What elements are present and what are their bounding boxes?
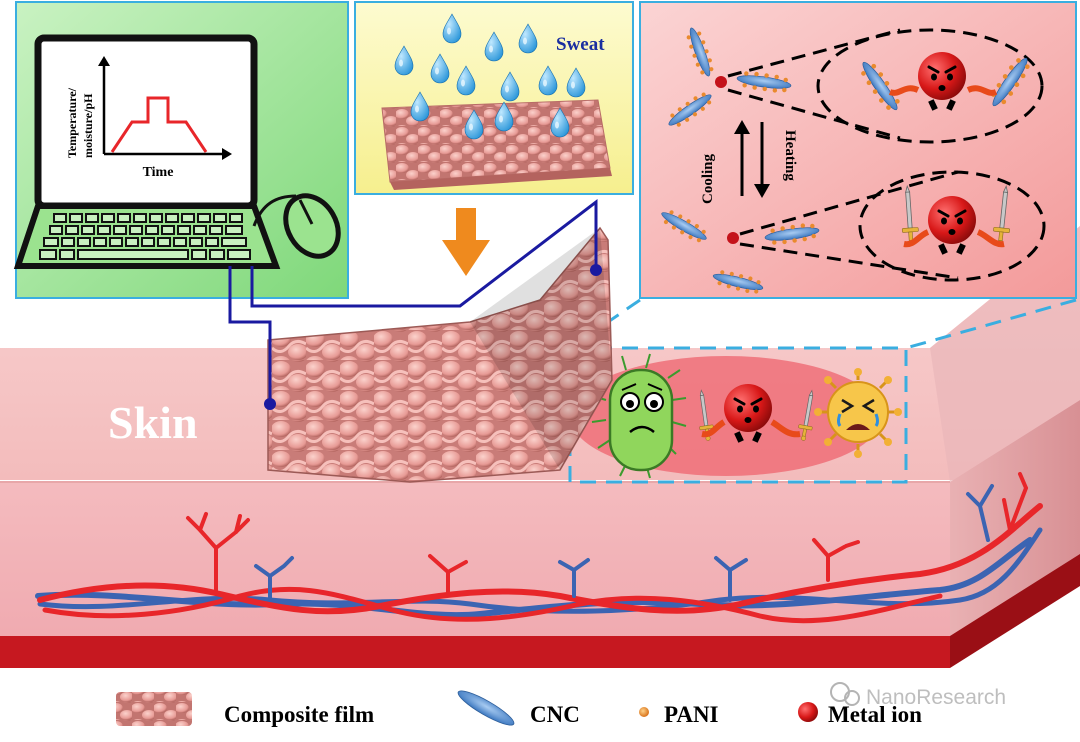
cnc-cluster-top — [664, 25, 792, 132]
electrode-dot — [264, 398, 276, 410]
legend-item-pani: PANI — [639, 702, 719, 727]
cnc-cluster-bottom — [658, 206, 821, 297]
legend-label: CNC — [530, 702, 580, 727]
chart-y-label-line2: moisture/pH — [81, 93, 95, 158]
skin-label: Skin — [108, 397, 198, 448]
legend-item-composite-film: Composite film — [116, 692, 374, 727]
legend-label: Composite film — [224, 702, 374, 727]
mechanism-panel: Cooling Heating — [639, 1, 1077, 299]
chart-profile-line — [110, 96, 208, 153]
legend-label: Metal ion — [828, 702, 922, 727]
computer-panel: Time Temperature/ moisture/pH — [13, 1, 349, 299]
metal-ion-with-swords — [898, 184, 1015, 257]
antibacterial-scene — [570, 353, 902, 479]
legend-item-metal-ion: Metal ion — [798, 702, 922, 727]
composite-film-swatch — [116, 692, 192, 726]
mouse-icon — [252, 193, 341, 259]
down-arrow-icon — [442, 208, 490, 276]
monitor-chart: Time Temperature/ moisture/pH — [65, 56, 232, 180]
cooling-label: Cooling — [700, 153, 716, 204]
legend-item-cnc: CNC — [457, 690, 580, 727]
zoom-callout-lines — [727, 28, 1046, 282]
bacterium-icon — [591, 353, 687, 479]
cnc-swatch — [457, 690, 515, 726]
composite-film — [267, 226, 613, 483]
chart-x-label: Time — [143, 165, 174, 180]
watermark-text: NanoResearch — [866, 686, 1006, 709]
sweat-panel: Sweat — [354, 1, 634, 195]
metal-ion-dot — [715, 76, 727, 88]
skin-base-layer — [0, 636, 950, 668]
chart-y-label-line1: Temperature/ — [65, 87, 79, 158]
sweat-label: Sweat — [556, 34, 605, 55]
metal-ion-with-cnc — [856, 50, 1035, 115]
electrode-wires — [228, 198, 598, 404]
artery-main — [37, 503, 1043, 615]
metal-ion-dot — [727, 232, 739, 244]
legend: Composite film CNC PANI Metal ion — [116, 690, 922, 727]
laptop-keyboard — [13, 203, 281, 269]
metal-ion-warrior — [694, 382, 819, 445]
blood-vessels — [35, 472, 1043, 624]
virus-icon — [814, 368, 902, 458]
electrode-dot — [590, 264, 602, 276]
metal-ion-swatch — [798, 702, 818, 722]
watermark: NanoResearch — [830, 682, 1006, 709]
heating-label: Heating — [782, 130, 798, 181]
pani-swatch — [639, 707, 649, 717]
legend-label: PANI — [664, 702, 719, 727]
cooling-heating-arrows: Cooling Heating — [700, 120, 798, 204]
